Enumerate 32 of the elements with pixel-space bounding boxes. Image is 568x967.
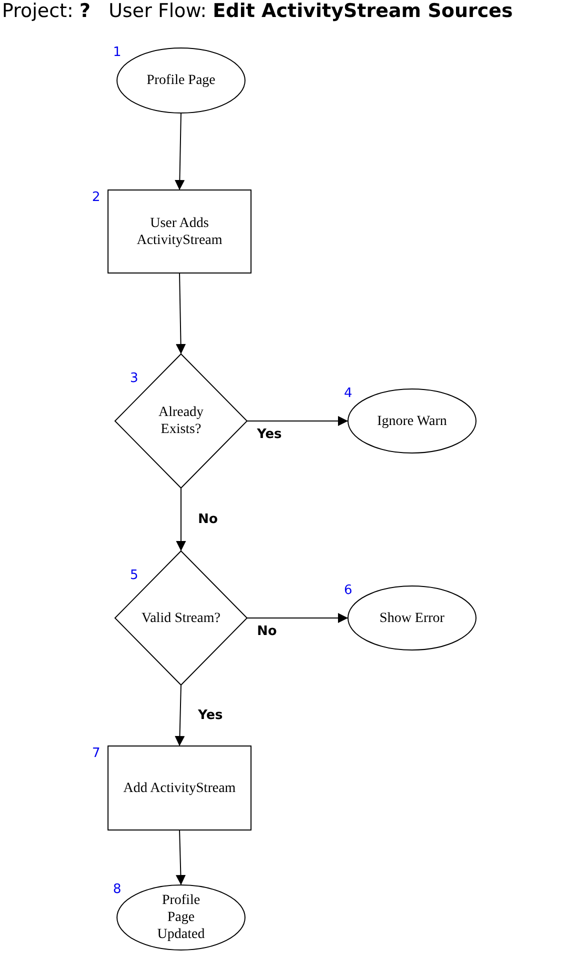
decision-diamond bbox=[115, 354, 247, 488]
arrow bbox=[176, 488, 186, 552]
arrow bbox=[176, 272, 186, 354]
decision-diamond bbox=[115, 551, 247, 685]
arrow bbox=[246, 613, 348, 623]
edge-label: No bbox=[257, 624, 277, 639]
arrow bbox=[176, 830, 186, 886]
node-label: Profile Page Updated bbox=[156, 892, 206, 943]
arrow bbox=[174, 684, 185, 746]
node-label: Already Exists? bbox=[157, 404, 205, 438]
node-label: Add ActivityStream bbox=[123, 780, 236, 796]
step-number: 6 bbox=[344, 583, 352, 598]
arrow bbox=[174, 112, 185, 190]
node-label: Profile Page bbox=[146, 72, 216, 89]
node-label: User Adds ActivityStream bbox=[136, 214, 224, 248]
step-number: 4 bbox=[344, 386, 352, 401]
node-label: Show Error bbox=[380, 610, 444, 626]
step-number: 8 bbox=[113, 882, 122, 897]
step-number: 5 bbox=[130, 568, 138, 583]
process-box bbox=[108, 190, 251, 273]
step-number: 7 bbox=[92, 746, 100, 761]
node-label: Ignore Warn bbox=[377, 412, 447, 430]
step-number: 2 bbox=[92, 190, 100, 205]
process-box bbox=[108, 746, 251, 830]
step-number: 3 bbox=[130, 371, 138, 386]
edge-label: Yes bbox=[198, 708, 223, 722]
edge-label: Yes bbox=[257, 427, 282, 442]
arrow bbox=[246, 416, 348, 426]
edge-label: No bbox=[198, 512, 218, 526]
diagram-title: Project: ? User Flow: Edit ActivityStream Sources bbox=[2, 0, 513, 22]
step-number: 1 bbox=[113, 45, 122, 60]
node-label: Valid Stream? bbox=[142, 610, 220, 626]
